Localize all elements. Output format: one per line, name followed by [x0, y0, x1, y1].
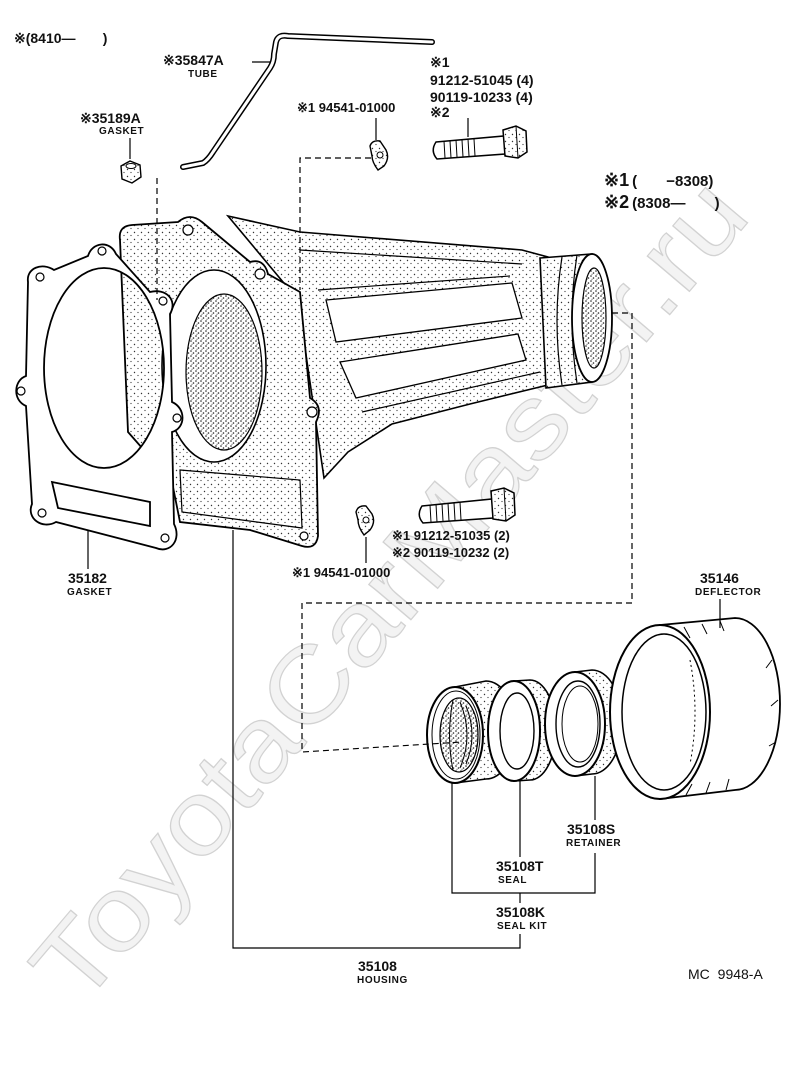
- seal-part-number: 35108T: [496, 858, 544, 874]
- deflector-bore: [621, 633, 707, 791]
- legend-row-2: ※2(8308— ): [604, 192, 720, 212]
- tube-part-name: TUBE: [188, 69, 218, 80]
- deflector-part-name: DEFLECTOR: [695, 587, 762, 598]
- housing-rib-window: [325, 282, 523, 343]
- bolt-shank: [418, 498, 494, 524]
- gasket-35182: [15, 243, 184, 551]
- gasket-outline: [15, 243, 184, 551]
- deflector-35146: [609, 617, 781, 801]
- tube-35847A: [180, 32, 435, 170]
- bolt-top: [432, 125, 528, 160]
- housing-bolt-hole: [299, 531, 309, 541]
- bolt-head: [502, 125, 528, 159]
- housing-bolt-hole: [306, 406, 318, 418]
- housing-rib-line: [299, 249, 541, 413]
- housing-bore-inner: [185, 293, 263, 451]
- drawing-code: MC 9948-A: [688, 966, 763, 982]
- deflector-shading: [683, 620, 779, 796]
- bolt-bottom-part-number-1: ※1 91212-51035 (2): [392, 528, 510, 543]
- gasket-bolt-hole: [37, 508, 47, 518]
- bolt-thread: [443, 138, 476, 159]
- housing-part-name: HOUSING: [357, 975, 408, 986]
- seal-kit-part-number: 35108K: [496, 904, 546, 920]
- housing-part-number: 35108: [358, 958, 397, 974]
- dashed-guide-lines: [156, 157, 633, 753]
- lock-plate-hole: [362, 516, 370, 524]
- retainer-part-name: RETAINER: [566, 838, 622, 849]
- seal-kit-part-name: SEAL KIT: [497, 921, 548, 932]
- tube-part-number: ※35847A: [163, 52, 224, 68]
- dashed-guide-seal: [301, 312, 633, 753]
- applicability-note: ※(8410— ): [14, 30, 108, 46]
- leader-line-seal-kit: [451, 776, 596, 903]
- gasket-fitting-part-name: GASKET: [99, 126, 145, 137]
- oil-seal-thread: [449, 699, 473, 771]
- housing-rib-window: [339, 333, 527, 399]
- lock-plate-top-part-number: ※1 94541-01000: [297, 100, 396, 115]
- gasket-bolt-hole: [158, 296, 168, 306]
- retainer-bore: [561, 685, 599, 763]
- gasket-bolt-hole: [172, 413, 182, 423]
- housing-bolt-hole: [182, 224, 194, 236]
- legend-mark-1: ※1: [604, 170, 630, 190]
- seal-part-name: SEAL: [498, 875, 528, 886]
- bolt-thread: [429, 501, 462, 523]
- fitting-hole: [125, 163, 137, 169]
- gasket-bolt-hole: [16, 386, 26, 396]
- legend-mark-2: ※2: [604, 192, 630, 212]
- leader-line-housing: [232, 530, 521, 949]
- gasket-part-number: 35182: [68, 570, 107, 586]
- housing-bolt-hole: [254, 268, 266, 280]
- seal-bore: [499, 692, 535, 770]
- gasket-bolt-hole: [160, 533, 170, 543]
- gasket-bolt-hole: [97, 246, 107, 256]
- housing-lower-boss: [179, 469, 303, 529]
- housing-tail-bore: [581, 267, 607, 369]
- gasket-fitting-35189A: [120, 160, 142, 184]
- dashed-guide-lock-plate-top: [299, 157, 371, 290]
- bolt-top-part-number-1: 91212-51045 (4): [430, 72, 534, 88]
- leader-lines: [87, 61, 721, 949]
- deflector-bore-shading: [689, 659, 696, 765]
- bolt-bottom: [418, 487, 516, 524]
- gasket-fitting-part-number: ※35189A: [80, 110, 141, 126]
- bolt-head: [490, 487, 516, 522]
- bolt-top-part-number-2: 90119-10233 (4): [430, 89, 533, 105]
- bolt-bottom-part-number-2: ※2 90119-10232 (2): [392, 545, 510, 560]
- lock-plate-bottom: [355, 505, 375, 537]
- lock-plate-bottom-part-number: ※1 94541-01000: [292, 565, 391, 580]
- bolt-top-mark-2: ※2: [430, 104, 450, 120]
- oil-seal-bore: [439, 697, 479, 773]
- gasket-part-name: GASKET: [67, 587, 113, 598]
- legend-range-1: ( −8308): [632, 173, 714, 190]
- bolt-head-edge: [515, 125, 519, 159]
- tube-bore: [181, 34, 434, 169]
- legend-row-1: ※1( −8308): [604, 170, 714, 190]
- deflector-part-number: 35146: [700, 570, 739, 586]
- lock-plate-top: [369, 140, 389, 171]
- legend-range-2: (8308— ): [632, 195, 720, 212]
- retainer-35108S: [544, 669, 623, 777]
- oil-seal-lip: [431, 690, 481, 780]
- bolt-head-edge: [503, 487, 507, 522]
- retainer-part-number: 35108S: [567, 821, 616, 837]
- bolt-top-mark-1: ※1: [430, 54, 450, 70]
- lock-plate-hole: [376, 151, 384, 159]
- gasket-bolt-hole: [35, 272, 45, 282]
